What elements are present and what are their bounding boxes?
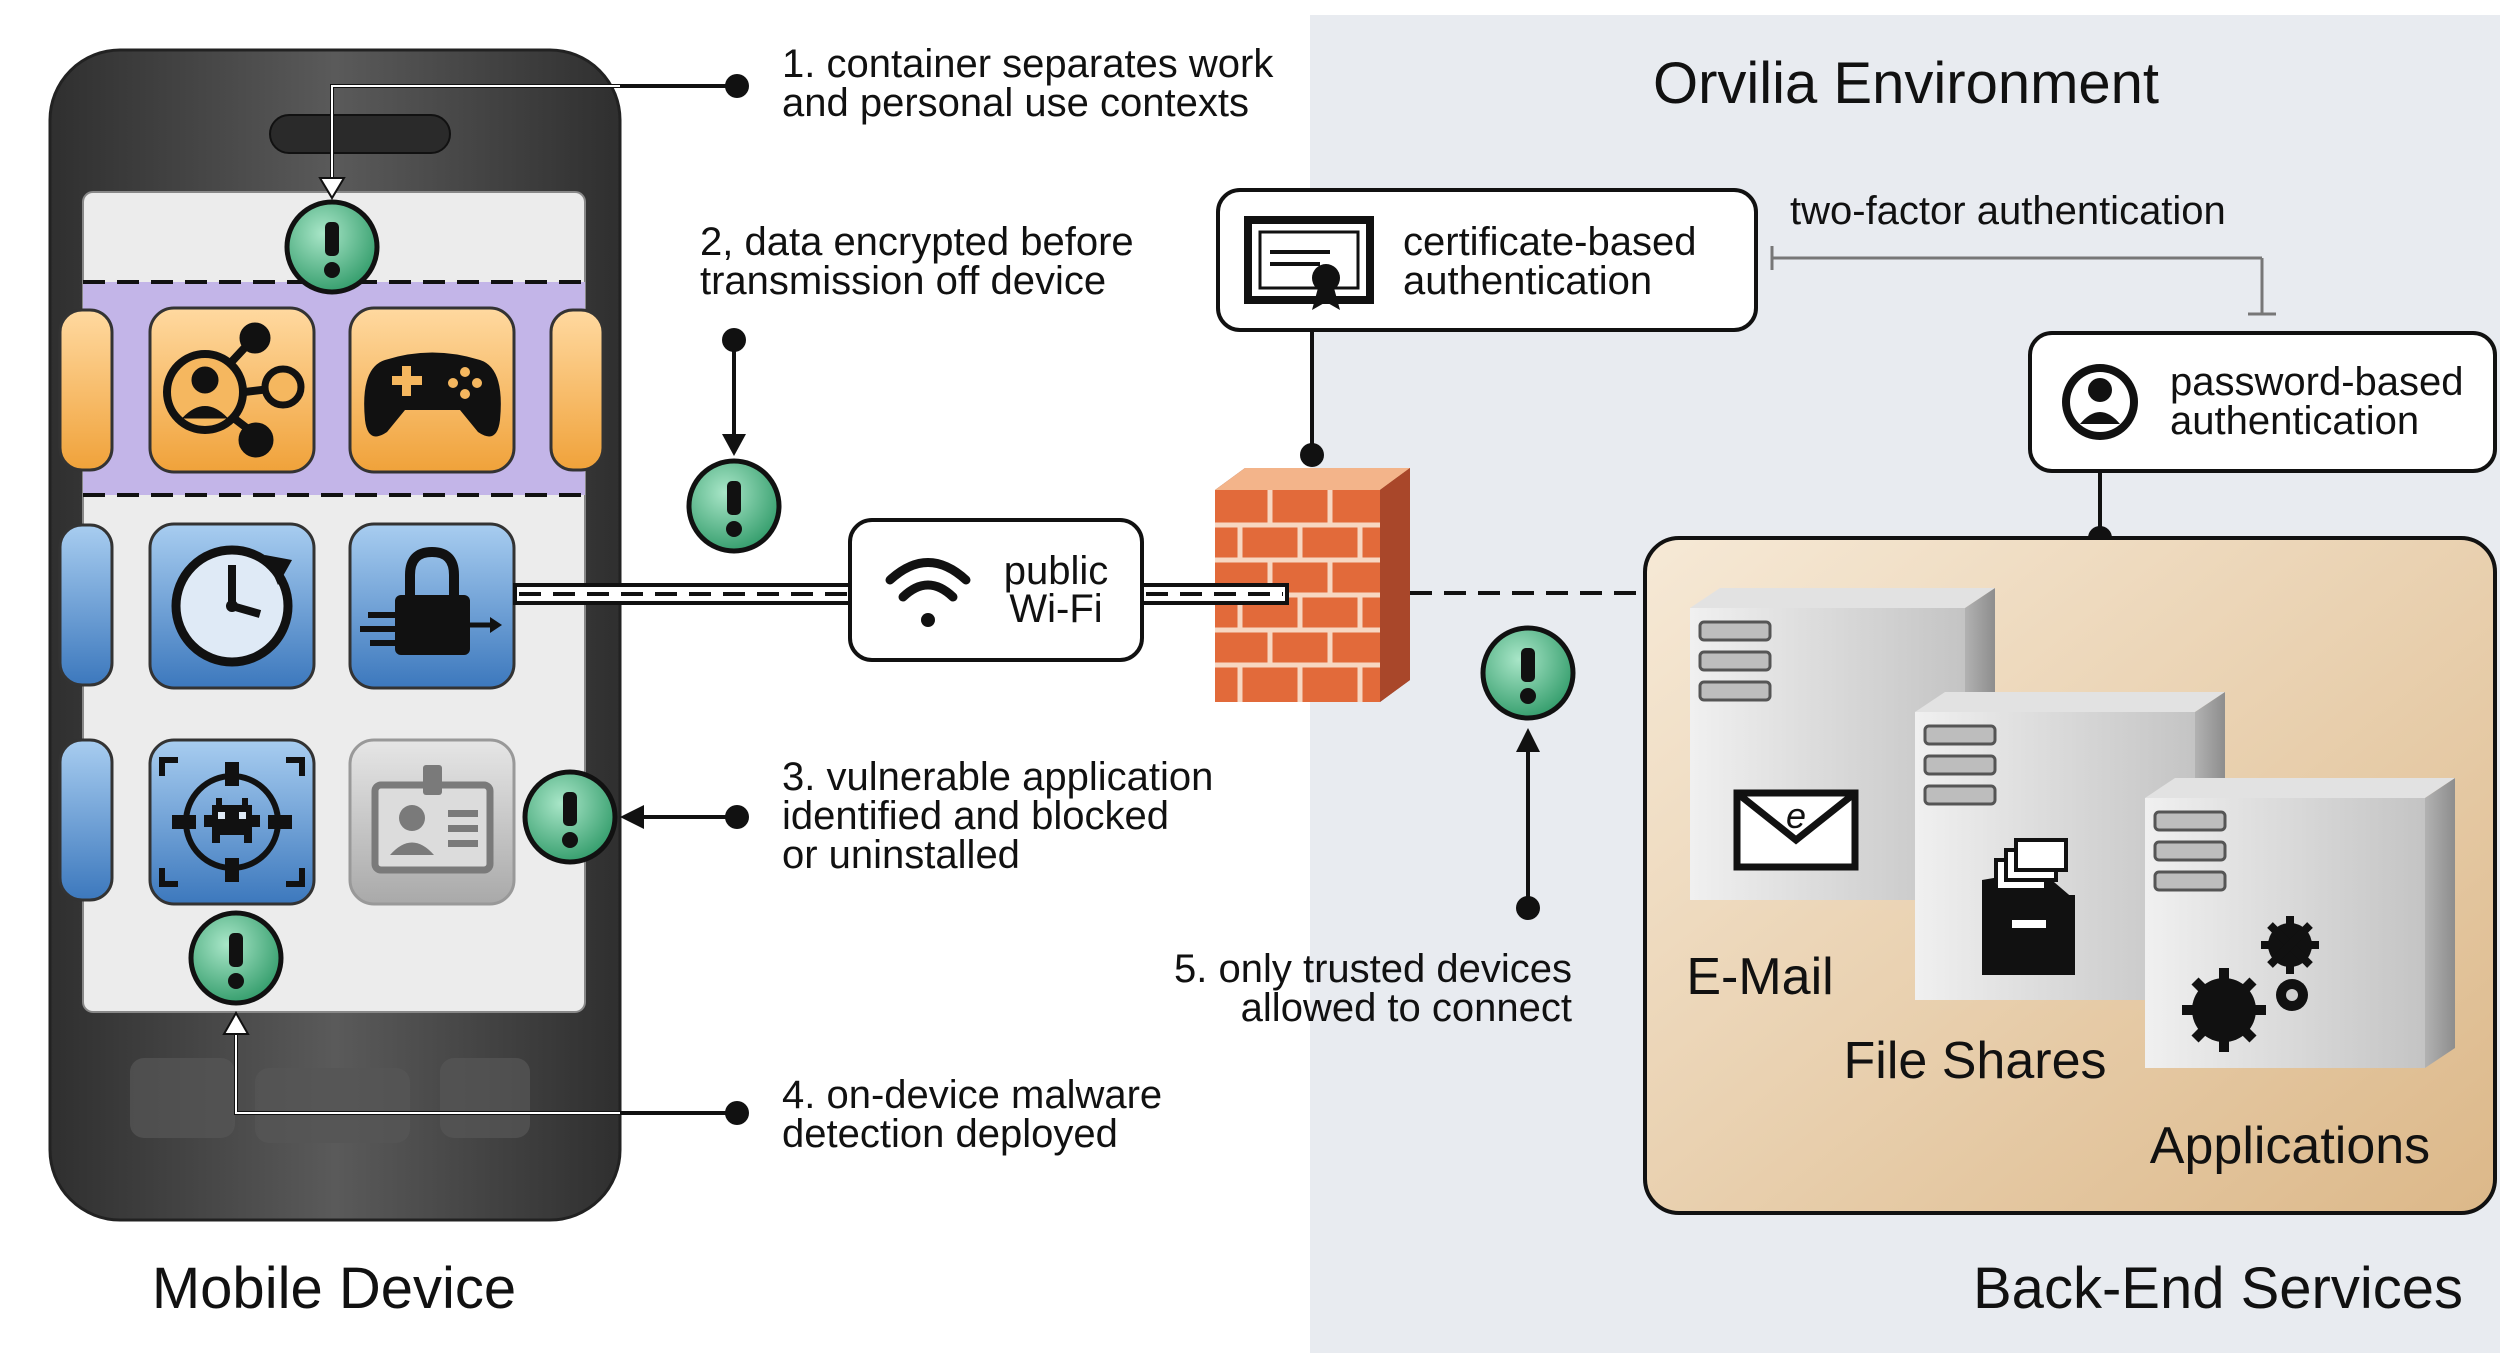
callout-5-dot: [1516, 896, 1540, 920]
certificate-label-line2: authentication: [1403, 259, 1652, 303]
callout-5-line2: allowed to connect: [1241, 986, 1572, 1030]
app-clock[interactable]: [148, 522, 316, 690]
app-malware[interactable]: [148, 738, 316, 906]
callout-2-line1: 2, data encrypted before: [700, 220, 1134, 264]
environment-title: Orvilia Environment: [1653, 51, 2159, 116]
callout-3-line1: 3. vulnerable application: [782, 755, 1213, 799]
wifi-label-line1: public: [1004, 549, 1109, 593]
two-factor-label: two-factor authentication: [1790, 189, 2226, 233]
app-id-badge[interactable]: [348, 738, 516, 906]
clock-history-icon: [171, 545, 293, 667]
callout-4-line2: detection deployed: [782, 1112, 1118, 1156]
wifi-icon: [885, 558, 971, 627]
wifi-box: public Wi-Fi: [848, 518, 1144, 662]
id-badge-icon: [371, 765, 494, 874]
callout-3-arrowhead: [620, 805, 644, 829]
backend-services-label: Back-End Services: [1973, 1256, 2463, 1321]
partial-app-tile: [549, 308, 605, 472]
two-factor-connector: [1770, 246, 2276, 316]
alert-icon: [686, 458, 782, 554]
alert-icon: [1480, 625, 1576, 721]
callout-5-line1: 5. only trusted devices: [1174, 947, 1572, 991]
firewall-icon: [1215, 468, 1410, 702]
password-box: password-based authentication: [2028, 331, 2497, 473]
server-label-email: E-Mail: [1686, 948, 1833, 1006]
callout-2-arrowhead: [722, 434, 746, 456]
alert-icon: [522, 769, 618, 865]
callout-4-line1: 4. on-device malware: [782, 1073, 1162, 1117]
applications-server: [2145, 778, 2455, 1068]
certificate-label-line1: certificate-based: [1403, 220, 1696, 264]
social-network-icon: [163, 322, 305, 458]
gears-icon: [2182, 916, 2319, 1052]
encrypted-lock-icon: [360, 546, 502, 655]
server-label-file-shares: File Shares: [1844, 1032, 2107, 1090]
callout-4-arrowhead: [222, 1010, 250, 1035]
cert-connector-dot: [1300, 443, 1324, 467]
password-label-line1: password-based: [2170, 360, 2464, 404]
user-icon: [2062, 364, 2138, 440]
callout-2-line2: transmission off device: [700, 259, 1106, 303]
partial-app-tile: [58, 523, 114, 687]
callout-3-dot: [725, 805, 749, 829]
callout-1-arrowhead: [318, 177, 346, 200]
callout-2-dot: [722, 328, 746, 352]
callout-1-line1: 1. container separates work: [782, 42, 1274, 86]
envelope-icon: e: [1733, 789, 1859, 871]
certificate-box: certificate-based authentication: [1216, 188, 1758, 332]
callout-5-arrowhead: [1516, 728, 1540, 752]
svg-text:e: e: [1786, 795, 1806, 836]
gamepad-icon: [364, 352, 501, 437]
callout-1-line2: and personal use contexts: [782, 81, 1249, 125]
mobile-device-label: Mobile Device: [152, 1256, 516, 1321]
app-game[interactable]: [348, 306, 516, 474]
alert-icon: [284, 199, 380, 295]
callout-4-connector-edge: [235, 1030, 620, 1114]
certificate-icon: [1244, 216, 1374, 310]
server-label-applications: Applications: [2150, 1117, 2430, 1175]
file-drawer-icon: [1982, 838, 2075, 975]
callout-3-line3: or uninstalled: [782, 833, 1020, 877]
app-social[interactable]: [148, 306, 316, 474]
partial-app-tile: [58, 308, 114, 472]
callout-3-line2: identified and blocked: [782, 794, 1169, 838]
callout-1-connector-edge: [331, 85, 620, 180]
password-label-line2: authentication: [2170, 399, 2419, 443]
callout-4-dot: [725, 1101, 749, 1125]
alert-icon: [188, 910, 284, 1006]
partial-app-tile: [58, 738, 114, 902]
callout-1-dot: [725, 74, 749, 98]
app-encryption[interactable]: [348, 522, 516, 690]
wifi-label-line2: Wi-Fi: [1009, 587, 1102, 631]
malware-target-icon: [159, 757, 305, 887]
